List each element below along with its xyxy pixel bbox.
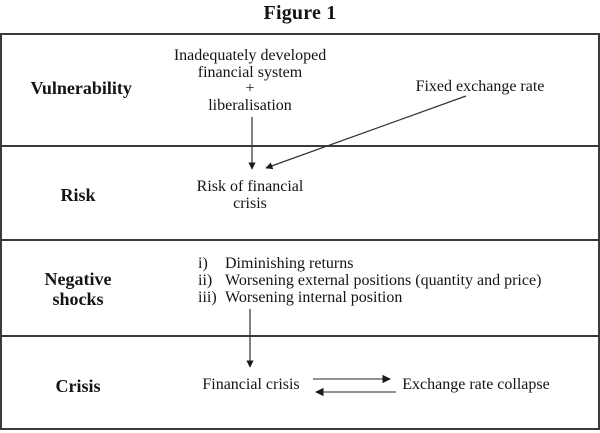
table-border-row3 [0, 239, 600, 241]
financial-crisis-node: Financial crisis [202, 376, 300, 393]
vulnerability-label-text: Vulnerability [30, 78, 132, 98]
financial-system-line: liberalisation [208, 96, 292, 114]
risk-label: Risk [0, 185, 156, 205]
shock-item: ii) Worsening external positions (quantit… [198, 271, 542, 290]
financial-system-node: Inadequately developed financial system … [168, 47, 332, 114]
risk-label-text: Risk [60, 185, 96, 205]
shock-item-marker: i) [198, 255, 208, 272]
risk-of-crisis-line: Risk of financial [196, 178, 304, 195]
crisis-label-text: Crisis [55, 376, 101, 396]
figure-title: Figure 1 [263, 2, 337, 24]
row-risk: Risk Risk of financial crisis [0, 146, 600, 239]
shock-item-text: Worsening external positions (quantity a… [225, 271, 542, 289]
fixed-exchange-rate-node: Fixed exchange rate [415, 78, 545, 95]
row-negative-shocks: Negative shocks i) Diminishing returns ii… [0, 240, 600, 335]
risk-of-crisis-line: crisis [233, 194, 267, 212]
financial-system-line: financial system [197, 63, 303, 81]
risk-of-crisis-node: Risk of financial crisis [185, 178, 315, 212]
shocks-list: i) Diminishing returns ii) Worsening exter… [198, 255, 542, 307]
table-border-right [598, 33, 600, 430]
table-border-left [0, 33, 2, 430]
row-vulnerability: Vulnerability Inadequately developed fin… [0, 35, 600, 145]
shock-item: iii) Worsening internal position [198, 288, 541, 307]
table-border-row4 [0, 335, 600, 337]
shock-item-text: Worsening internal position [225, 288, 403, 306]
crisis-label: Crisis [0, 376, 156, 396]
financial-system-line: + [245, 80, 255, 97]
table-border-bottom [0, 428, 600, 430]
shock-item: i) Diminishing returns [198, 255, 541, 273]
negative-shocks-label-text: Negative shocks [44, 269, 112, 309]
table-border-top [0, 33, 600, 35]
row-crisis: Crisis Financial crisis Exchange rate co… [0, 336, 600, 428]
financial-system-line: Inadequately developed [173, 47, 327, 64]
negative-shocks-label: Negative shocks [0, 269, 156, 309]
shock-item-text: Diminishing returns [225, 255, 354, 272]
exchange-rate-collapse-node: Exchange rate collapse [402, 376, 550, 393]
shock-item-marker: ii) [198, 271, 213, 289]
shock-item-marker: iii) [198, 288, 217, 306]
vulnerability-label: Vulnerability [0, 78, 156, 98]
